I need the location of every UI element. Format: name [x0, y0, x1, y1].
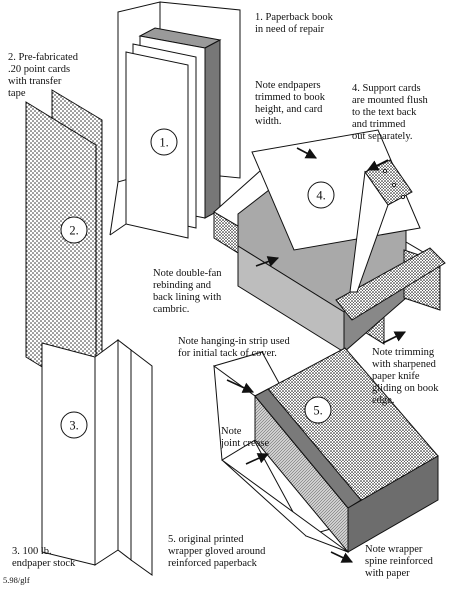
- arrow-endpapers: [296, 147, 317, 159]
- svg-text:2.: 2.: [69, 224, 78, 238]
- svg-text:4.: 4.: [316, 189, 325, 203]
- arrow-joint-crease: [245, 453, 270, 465]
- arrow-trimming: [382, 331, 407, 344]
- endpapers-note: Note endpapers trimmed to book height, a…: [255, 80, 325, 127]
- arrow-hanging-strip: [226, 379, 255, 393]
- paperback-book-illustration: [109, 1, 241, 239]
- arrow-support-cards: [366, 159, 389, 171]
- wrapper-spine-note: Note wrapper spine reinforced with paper: [365, 544, 433, 579]
- wrapped-paperback-illustration: [213, 347, 439, 554]
- step-2-badge: 2.: [60, 216, 88, 244]
- step-5-badge: 5.: [304, 396, 332, 424]
- double-fan-note: Note double-fan rebinding and back linin…: [153, 268, 222, 315]
- step-3-badge: 3.: [60, 411, 88, 439]
- arrow-double-fan: [255, 256, 280, 267]
- step-4-caption: 4. Support cards are mounted flush to th…: [352, 83, 428, 142]
- hanging-strip-note: Note hanging-in strip used for initial t…: [178, 336, 290, 359]
- figure-credit: 5.98/glf: [3, 575, 30, 585]
- mounted-cards-book-illustration: [213, 129, 446, 354]
- trimming-note: Note trimming with sharpened paper knife…: [372, 347, 439, 406]
- step-1-caption: 1. Paperback book in need of repair: [255, 12, 333, 35]
- step-4-badge: 4.: [307, 181, 335, 209]
- step-5-caption: 5. original printed wrapper gloved aroun…: [168, 534, 266, 569]
- arrow-wrapper-spine: [330, 551, 354, 563]
- step-1-badge: 1.: [150, 128, 178, 156]
- svg-text:1.: 1.: [159, 136, 168, 150]
- endpaper-stock-illustration: [41, 338, 153, 576]
- svg-text:3.: 3.: [69, 419, 78, 433]
- svg-text:5.: 5.: [313, 404, 322, 418]
- step-3-caption: 3. 100 lb. endpaper stock: [12, 546, 76, 569]
- joint-crease-note: Note joint crease: [221, 426, 270, 449]
- callout-arrows: [226, 147, 407, 563]
- step-2-caption: 2. Pre-fabricated .20 point cards with t…: [8, 52, 78, 99]
